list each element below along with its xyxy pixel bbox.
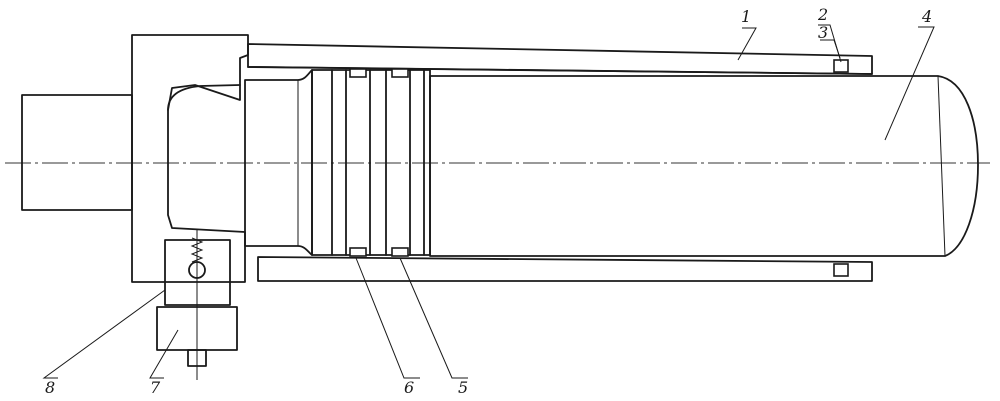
callout-5: 5: [458, 378, 468, 397]
leader-lines: [42, 24, 935, 379]
callout-7: 7: [150, 378, 161, 397]
leader-7: [149, 329, 179, 379]
rod-end-chamfer: [937, 75, 946, 257]
callout-2: 2: [817, 5, 828, 24]
callout-1: 1: [741, 7, 751, 26]
barrel-bore-top: [247, 66, 873, 75]
piston-head: [244, 69, 313, 256]
piston-seal-bottom-1: [349, 247, 367, 257]
leader-8: [42, 289, 166, 379]
rod-seal-bottom: [833, 263, 849, 277]
barrel-bottom-wall: [257, 256, 873, 282]
piston-seal-top-1: [349, 68, 367, 78]
callout-3: 3: [818, 23, 828, 42]
callout-8: 8: [45, 378, 55, 397]
leader-6: [355, 257, 420, 379]
rod-end-boss: [21, 94, 133, 211]
bleed-valve-nipple: [187, 349, 207, 367]
piston-body: [311, 69, 431, 256]
valve-spring: [190, 237, 204, 263]
leader-3: [820, 39, 841, 59]
piston-rod: [429, 75, 979, 257]
leader-5: [399, 257, 468, 379]
callout-4: 4: [921, 7, 932, 26]
rod-seal-top: [833, 59, 849, 73]
piston-seal-bottom-2: [391, 247, 409, 257]
end-cap-cavity-outline: [167, 84, 241, 111]
piston-seal-top-2: [391, 68, 409, 78]
valve-body-hatched: [164, 239, 231, 306]
leader-4: [884, 26, 935, 141]
callout-6: 6: [404, 378, 414, 397]
leader-1: [737, 27, 757, 61]
